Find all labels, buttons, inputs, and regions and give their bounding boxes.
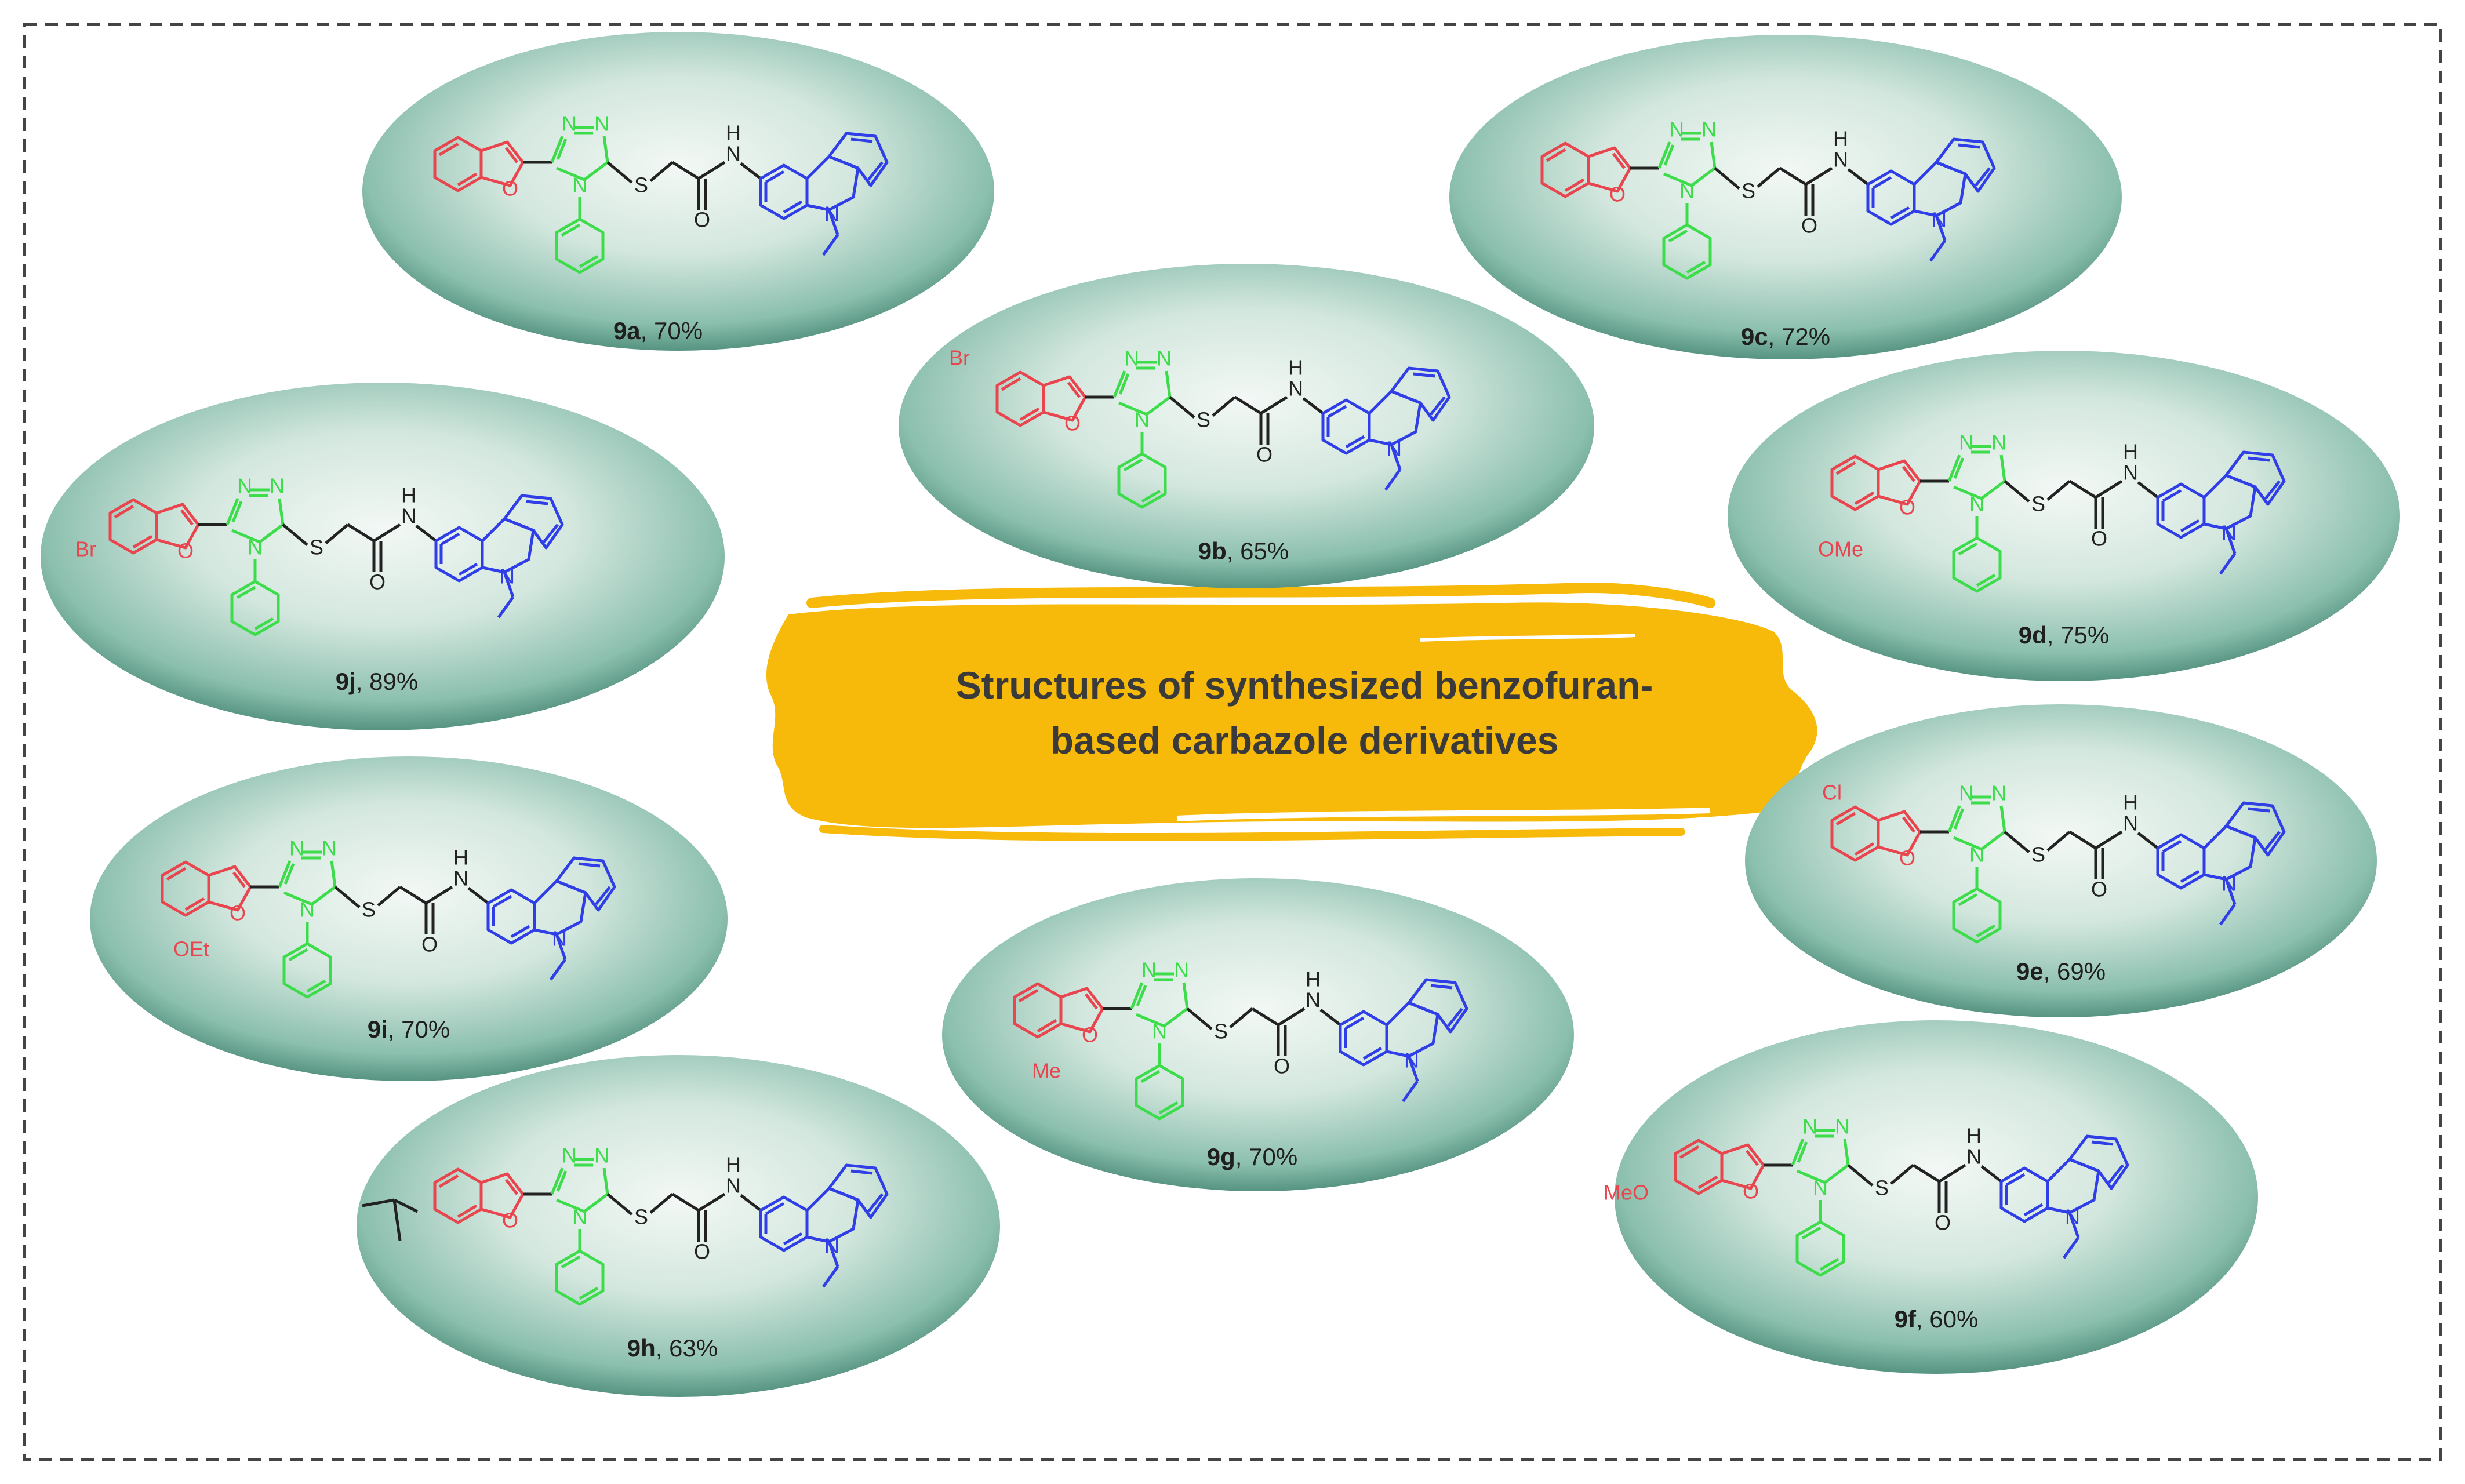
compound-9h: 9h, 63% [357,1055,1000,1397]
compound-9c: 9c, 72% [1449,35,2122,359]
compound-label: 9i, 70% [368,1016,450,1043]
title-line-1: Structures of synthesized benzofuran- [956,664,1653,707]
compound-9e: Cl 9e, 69% [1745,704,2377,1017]
compound-9j: Br 9j, 89% [41,383,725,730]
compound-9d: OMe 9d, 75% [1728,351,2400,681]
compound-9a: 9a, 70% [362,32,994,351]
compound-oval [41,383,725,730]
compound-oval [1449,35,2122,359]
compound-oval [1745,704,2377,1017]
title-banner: Structures of synthesized benzofuran- ba… [766,583,1817,842]
compound-oval [362,32,994,351]
compound-oval [357,1055,1000,1397]
compound-label: 9b, 65% [1198,537,1289,565]
compound-label: 9a, 70% [613,317,703,344]
compound-label: 9f, 60% [1895,1305,1979,1333]
compound-label: 9c, 72% [1741,323,1830,350]
compound-oval [1728,351,2400,681]
compound-label: 9e, 69% [2016,958,2106,985]
substituent-label: Me [1032,1059,1061,1083]
substituent-label: Br [75,537,96,561]
substituent-label: OEt [173,937,209,961]
compound-label: 9g, 70% [1207,1143,1297,1170]
figure-frame [23,23,2442,1461]
compound-oval [942,878,1574,1191]
substituent-label: OMe [1818,537,1863,561]
compound-9b: Br 9b, 65% [899,264,1594,588]
compound-label: 9h, 63% [627,1334,718,1362]
compound-9g: Me 9g, 70% [942,878,1574,1191]
title-line-2: based carbazole derivatives [1050,719,1559,762]
dimethylamino-group [362,1198,419,1241]
compound-label: 9j, 89% [336,668,418,695]
compound-9f: MeO 9f, 60% [1604,1020,2258,1374]
compound-label: 9d, 75% [2019,621,2109,649]
substituent-label: Br [949,346,970,370]
substituent-label: Cl [1822,781,1842,805]
compound-oval [1615,1020,2258,1374]
compound-9i: OEt 9i, 70% [90,756,728,1081]
compound-oval [90,756,728,1081]
compound-oval [899,264,1594,588]
substituent-label: MeO [1604,1181,1649,1205]
